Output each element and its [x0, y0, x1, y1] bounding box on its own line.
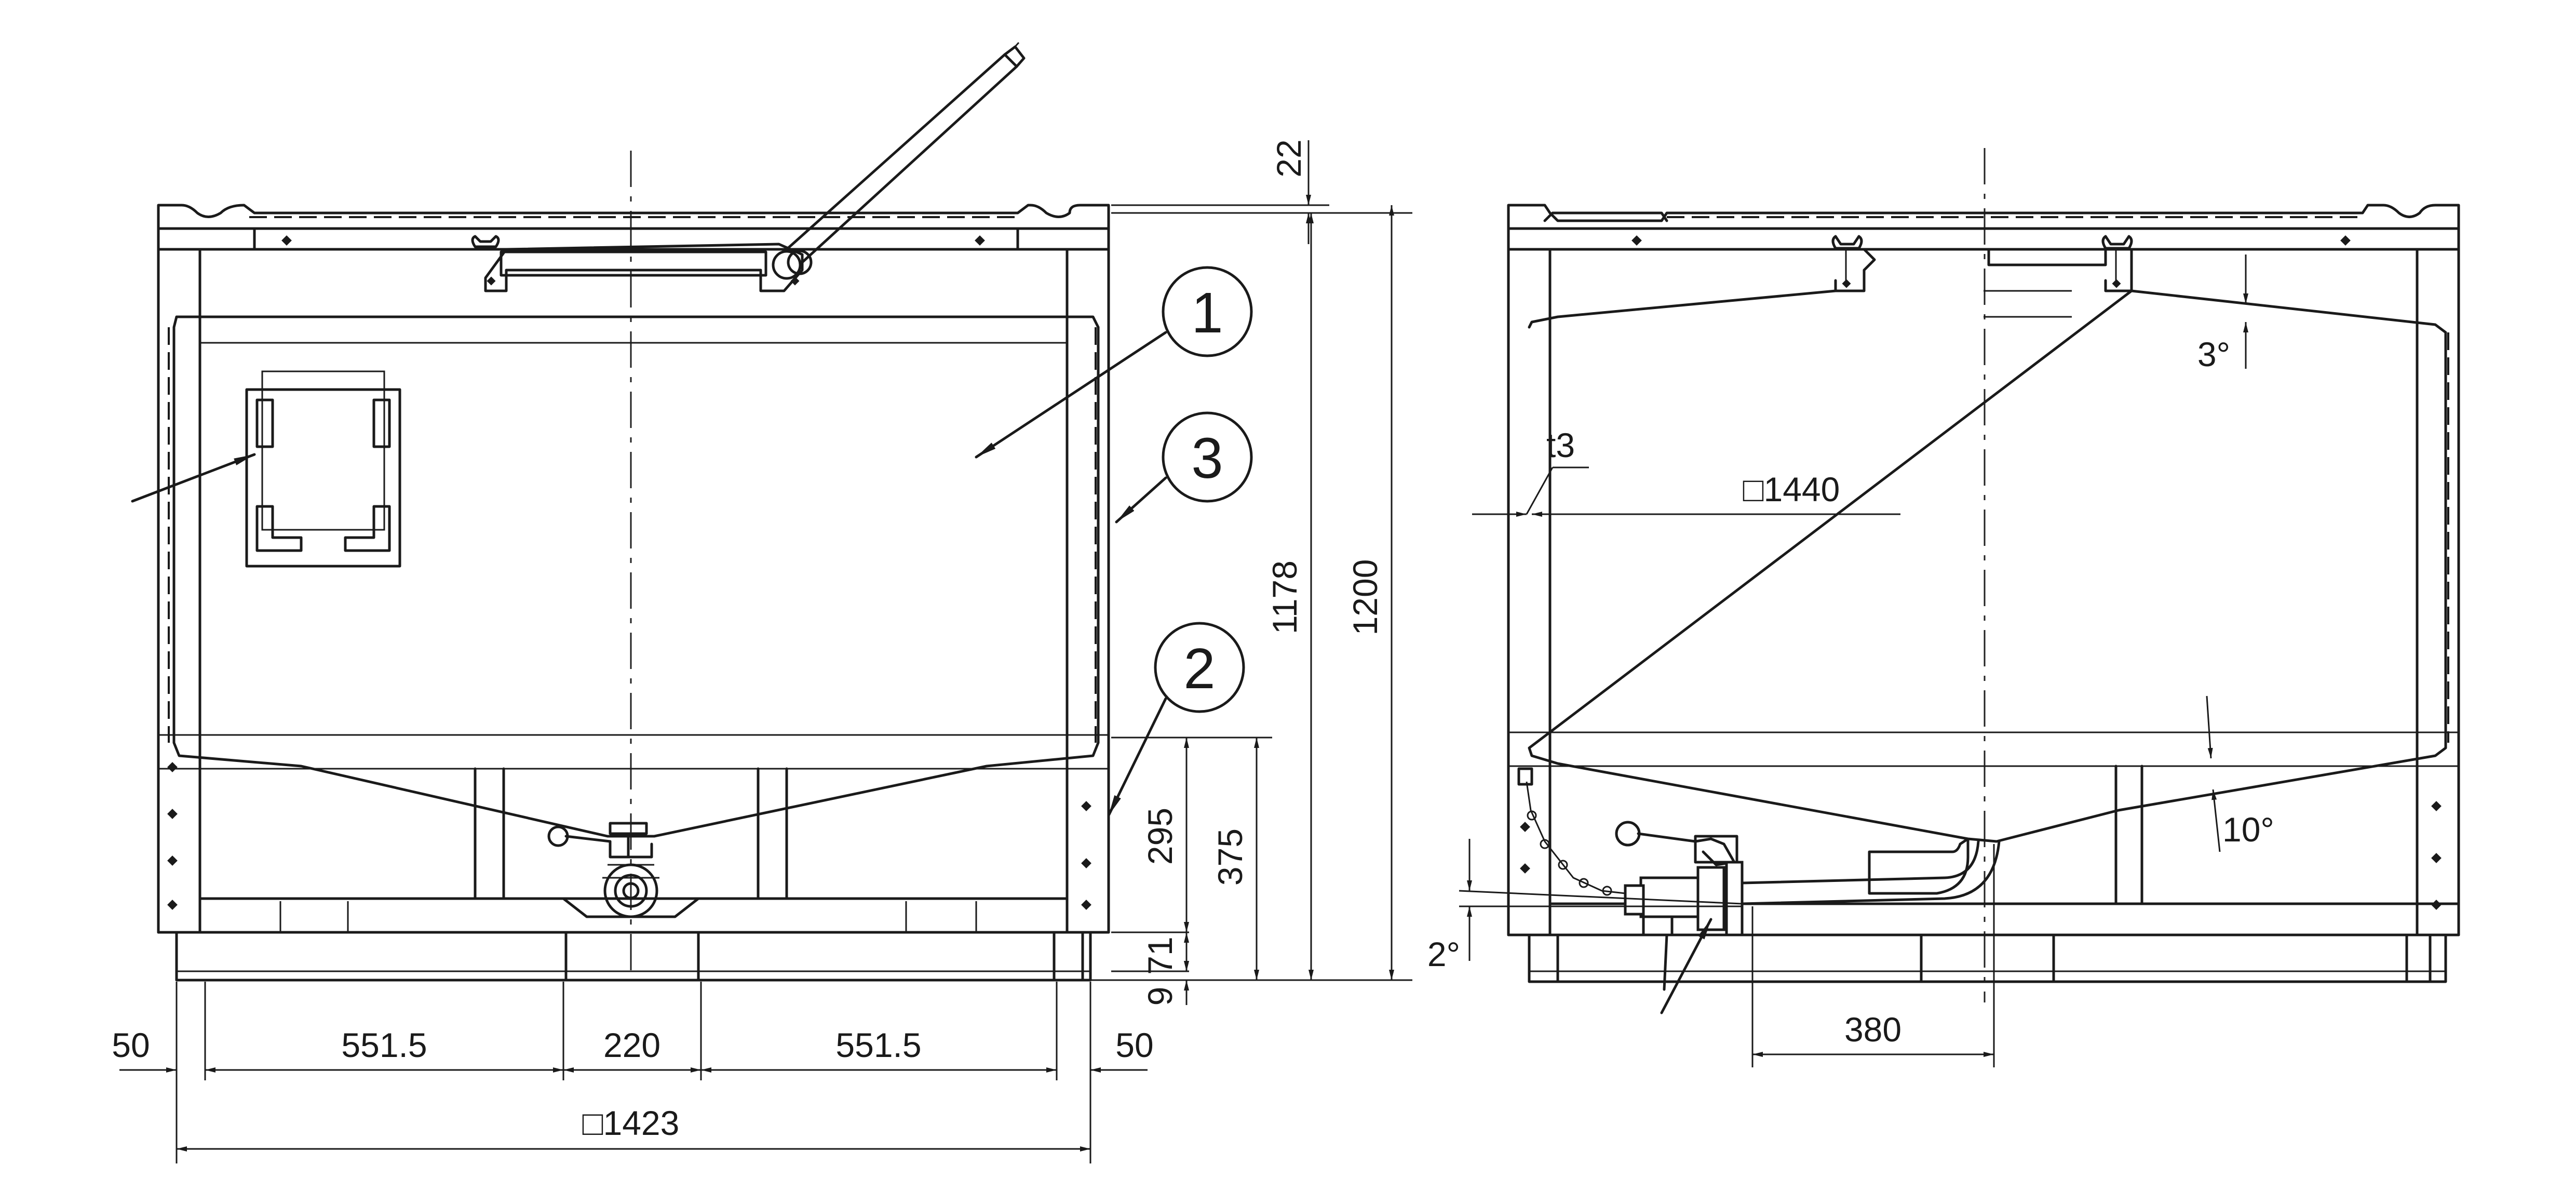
front-post-bolt — [167, 855, 178, 866]
dim-1423: □1423 — [583, 1104, 680, 1142]
front-tank — [158, 315, 1109, 838]
side-lid-hinges — [1831, 235, 2133, 318]
front-post-bolt — [167, 762, 178, 772]
side-tank — [1508, 289, 2460, 905]
callout-1: 1 — [1191, 281, 1223, 345]
front-vertical-dimensions: 22 1178 1200 295 375 71 9 — [1090, 139, 1412, 1006]
dim-551-5-left: 551.5 — [341, 1026, 427, 1064]
front-placard-holder — [245, 370, 401, 568]
side-post-bolt — [2431, 853, 2442, 863]
front-post-bolt — [1081, 801, 1091, 811]
front-hinge-pin — [787, 249, 813, 275]
callout-3: 3 — [1191, 426, 1223, 490]
front-horizontal-dimensions: 50 551.5 220 551.5 50 □1423 — [112, 982, 1154, 1163]
discharge-pipe — [1741, 840, 1980, 885]
front-top-frame — [157, 204, 1110, 251]
dim-1178: 1178 — [1265, 560, 1304, 634]
dim-71: 71 — [1141, 936, 1179, 974]
cap-chain — [1526, 781, 1626, 894]
front-post-bolt — [167, 809, 178, 819]
dim-22: 22 — [1270, 139, 1308, 177]
dim-t3: t3 — [1546, 426, 1575, 464]
side-post-bolt — [1520, 822, 1530, 832]
angle-10: 10° — [2222, 810, 2274, 849]
side-valve-leader — [1660, 918, 1712, 1014]
front-hinge-bolt — [487, 276, 496, 286]
side-frame-bolt — [2340, 235, 2351, 246]
callout-1-bubble — [1162, 266, 1253, 357]
front-frame-bolt — [281, 235, 292, 246]
side-post-bolt — [1520, 863, 1530, 874]
dim-380: 380 — [1844, 1010, 1901, 1049]
angle-2: 2° — [1427, 935, 1460, 973]
side-view: t3 □1440 3° 10° 2° 380 — [1427, 148, 2460, 1067]
dim-1200: 1200 — [1346, 559, 1384, 636]
side-hinge-bolt — [1842, 279, 1851, 288]
side-top-frame — [1507, 204, 2460, 251]
front-pallet — [175, 931, 1092, 982]
dim-220: 220 — [603, 1026, 660, 1064]
callout-2-bubble — [1154, 622, 1245, 713]
front-hinge-bolt — [790, 276, 800, 286]
dim-1440: □1440 — [1743, 470, 1840, 508]
open-lever — [785, 53, 1018, 264]
side-outlet-valve — [1517, 767, 2001, 991]
callout-2: 2 — [1183, 637, 1215, 701]
front-callouts: 1 3 2 — [131, 266, 1253, 817]
side-frame-bolt — [1631, 235, 1642, 246]
wing-nut-icon — [1831, 235, 1863, 250]
dim-9: 9 — [1141, 987, 1179, 1006]
front-frame-bolt — [975, 235, 985, 246]
side-dimensions: t3 □1440 3° 10° 2° 380 — [1427, 255, 2274, 1067]
side-pallet — [1507, 933, 2460, 983]
front-outlet-valve — [547, 822, 659, 918]
angle-3: 3° — [2197, 335, 2230, 373]
placard-leader — [131, 453, 256, 503]
front-view: 1 3 2 22 1178 1200 295 — [112, 42, 1412, 1163]
dim-50-right: 50 — [1115, 1026, 1153, 1064]
dim-50-left: 50 — [112, 1026, 150, 1064]
valve-handle-icon — [1615, 821, 1641, 847]
front-post-bolt — [1081, 858, 1091, 868]
dim-551-5-right: 551.5 — [835, 1026, 921, 1064]
side-posts — [1507, 227, 2460, 936]
callout-3-bubble — [1162, 411, 1253, 503]
wing-nut-icon — [2101, 235, 2133, 250]
front-post-bolt — [1081, 900, 1091, 910]
side-hinge-bolt — [2112, 279, 2121, 288]
front-post-bolt — [167, 900, 178, 910]
dim-375: 375 — [1211, 828, 1249, 886]
side-post-bolt — [2431, 801, 2442, 811]
front-posts — [157, 227, 1110, 934]
front-lower-frame — [157, 767, 1110, 982]
wing-nut-icon — [471, 235, 500, 248]
front-lid-hinge — [471, 42, 1026, 292]
dim-295: 295 — [1141, 808, 1179, 865]
